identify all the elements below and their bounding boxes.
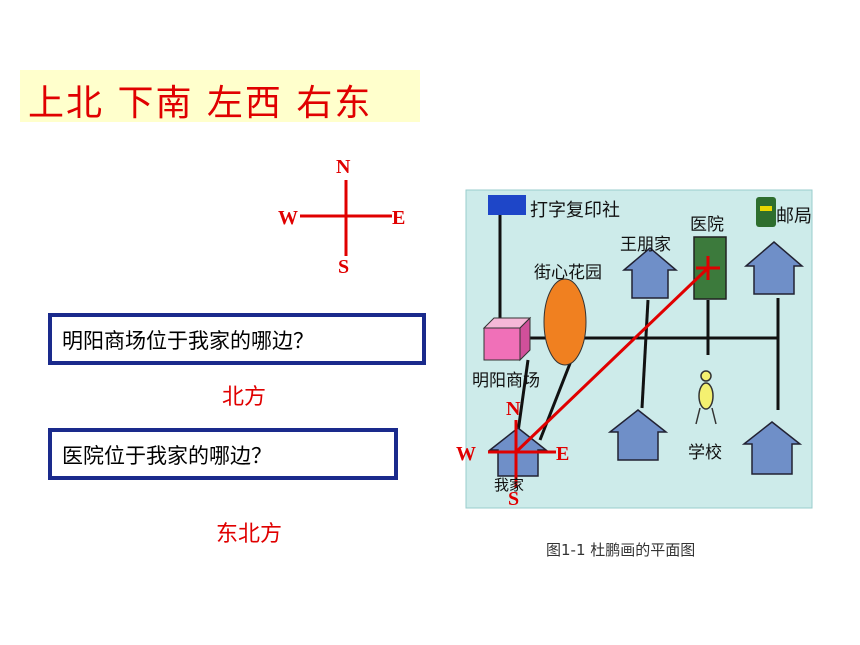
mall-block [483, 327, 521, 361]
page-title: 上北 下南 左西 右东 [28, 83, 373, 124]
print-shop-block [488, 195, 526, 215]
label-post-office: 邮局 [776, 206, 812, 227]
question-box-1: 明阳商场位于我家的哪边？ [48, 313, 426, 365]
answer-2: 东北方 [216, 522, 283, 547]
school-kid-icon [695, 370, 717, 425]
label-mall: 明阳商场 [472, 371, 540, 391]
compass-n: N [336, 156, 351, 178]
compass-s: S [338, 256, 350, 278]
map-compass-e: E [556, 443, 570, 465]
map-compass-n: N [506, 398, 521, 420]
question-text: 明阳商场位于我家的哪边？ [62, 329, 314, 353]
title-banner [20, 70, 420, 122]
label-school: 学校 [688, 443, 722, 463]
map-compass [488, 256, 720, 488]
post-office-icon [756, 197, 776, 227]
label-hospital: 医院 [690, 215, 724, 235]
question-box-2: 医院位于我家的哪边？ [48, 428, 398, 480]
garden-ellipse [543, 278, 587, 366]
label-my-home: 我家 [494, 476, 525, 494]
map-caption: 图1-1 杜鹏画的平面图 [546, 541, 696, 559]
label-print-shop: 打字复印社 [530, 200, 620, 221]
compass-e: E [392, 207, 406, 229]
label-wang-home: 王朋家 [620, 235, 671, 255]
question-text: 医院位于我家的哪边？ [62, 444, 272, 468]
map-compass-s: S [508, 488, 520, 510]
answer-1: 北方 [222, 385, 267, 410]
compass-w: W [278, 207, 298, 229]
label-garden: 街心花园 [534, 263, 602, 283]
map-compass-w: W [456, 443, 476, 465]
